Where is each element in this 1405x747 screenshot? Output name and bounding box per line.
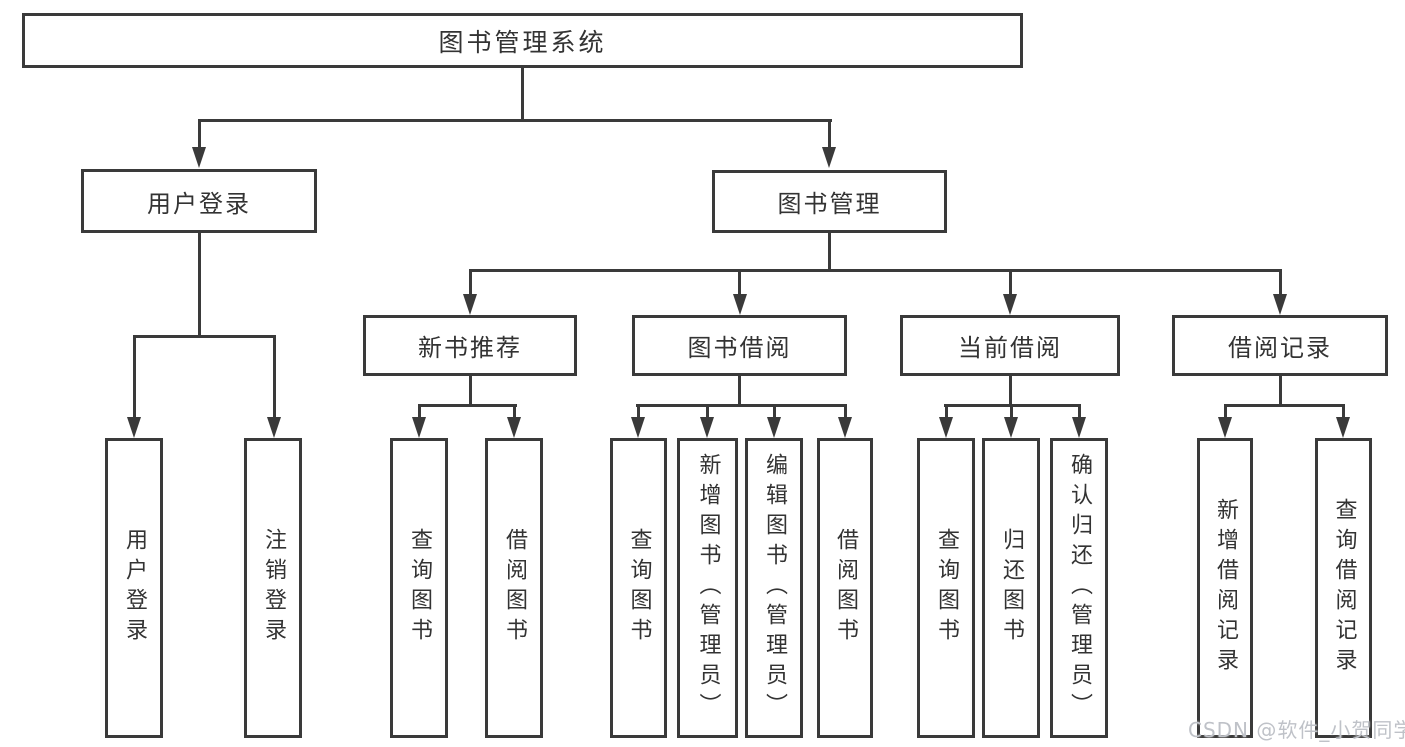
arrowhead-down-icon <box>412 417 426 438</box>
connector-line <box>844 404 847 420</box>
node-label-leaf-query-book-3: 查询图书 <box>934 528 959 648</box>
connector-line <box>1010 404 1013 420</box>
arrowhead-down-icon <box>463 294 477 315</box>
connector-line <box>133 335 276 338</box>
node-label-new-book-rec: 新书推荐 <box>418 334 522 362</box>
connector-line <box>1009 376 1012 407</box>
connector-line <box>1279 376 1282 407</box>
node-leaf-return-book: 归还图书 <box>982 438 1040 738</box>
connector-line <box>637 404 640 420</box>
arrowhead-down-icon <box>1336 417 1350 438</box>
node-leaf-borrow-book-1: 借阅图书 <box>485 438 543 738</box>
connector-line <box>828 119 831 151</box>
node-label-leaf-query-record: 查询借阅记录 <box>1331 498 1357 678</box>
connector-line <box>1078 404 1081 420</box>
connector-line <box>1279 269 1282 297</box>
arrowhead-down-icon <box>1003 294 1017 315</box>
node-root: 图书管理系统 <box>22 13 1023 68</box>
node-leaf-query-book-3: 查询图书 <box>917 438 975 738</box>
arrowhead-down-icon <box>733 294 747 315</box>
watermark-text: CSDN @软件_小贺同学 <box>1188 718 1405 742</box>
connector-line <box>828 233 831 272</box>
arrowhead-down-icon <box>507 417 521 438</box>
connector-line <box>521 68 524 122</box>
node-label-book-mgmt-group: 图书管理 <box>777 190 882 218</box>
node-leaf-confirm-return: 确认归还（管理员） <box>1050 438 1108 738</box>
node-label-leaf-query-book-1: 查询图书 <box>407 528 432 648</box>
node-label-leaf-borrow-book-2: 借阅图书 <box>833 528 858 648</box>
connector-line <box>1224 404 1227 420</box>
node-borrow-records: 借阅记录 <box>1172 315 1388 376</box>
connector-line <box>418 404 517 407</box>
connector-line <box>469 269 1282 272</box>
node-label-leaf-logout: 注销登录 <box>261 528 286 648</box>
node-book-borrow: 图书借阅 <box>632 315 847 376</box>
node-leaf-borrow-book-2: 借阅图书 <box>817 438 873 738</box>
arrowhead-down-icon <box>767 417 781 438</box>
connector-line <box>198 119 832 122</box>
connector-line <box>706 404 709 420</box>
node-label-root: 图书管理系统 <box>438 27 607 57</box>
node-leaf-query-book-2: 查询图书 <box>610 438 667 738</box>
node-new-book-rec: 新书推荐 <box>363 315 577 376</box>
node-label-leaf-confirm-return: 确认归还（管理员） <box>1067 453 1092 723</box>
connector-line <box>273 335 276 420</box>
connector-line <box>738 376 741 407</box>
connector-line <box>198 119 201 151</box>
connector-line <box>513 404 516 420</box>
connector-line <box>1224 404 1345 407</box>
node-leaf-logout: 注销登录 <box>244 438 302 738</box>
arrowhead-down-icon <box>1004 417 1018 438</box>
node-label-leaf-query-book-2: 查询图书 <box>626 528 652 648</box>
arrowhead-down-icon <box>127 417 141 438</box>
connector-line <box>738 269 741 297</box>
arrowhead-down-icon <box>1218 417 1232 438</box>
node-label-leaf-add-book: 新增图书（管理员） <box>695 453 721 723</box>
connector-line <box>418 404 421 420</box>
node-leaf-add-book: 新增图书（管理员） <box>677 438 738 738</box>
node-label-leaf-user-login: 用户登录 <box>122 528 147 648</box>
connector-line <box>636 404 846 407</box>
connector-line <box>1009 269 1012 297</box>
node-label-current-borrow: 当前借阅 <box>958 334 1062 362</box>
node-leaf-edit-book: 编辑图书（管理员） <box>745 438 803 738</box>
node-label-book-borrow: 图书借阅 <box>687 334 792 362</box>
connector-line <box>469 376 472 407</box>
connector-line <box>133 335 136 420</box>
arrowhead-down-icon <box>192 147 206 168</box>
node-leaf-user-login: 用户登录 <box>105 438 163 738</box>
node-label-leaf-return-book: 归还图书 <box>999 528 1024 648</box>
node-label-leaf-add-record: 新增借阅记录 <box>1213 498 1238 678</box>
connector-line <box>945 404 948 420</box>
node-label-user-login-group: 用户登录 <box>147 189 251 218</box>
node-leaf-add-record: 新增借阅记录 <box>1197 438 1253 738</box>
arrowhead-down-icon <box>700 417 714 438</box>
arrowhead-down-icon <box>1072 417 1086 438</box>
connector-line <box>1342 404 1345 420</box>
node-label-borrow-records: 借阅记录 <box>1228 334 1332 362</box>
arrowhead-down-icon <box>822 147 836 168</box>
connector-line <box>773 404 776 420</box>
arrowhead-down-icon <box>267 417 281 438</box>
arrowhead-down-icon <box>838 417 852 438</box>
node-leaf-query-book-1: 查询图书 <box>390 438 448 738</box>
connector-line <box>198 233 201 338</box>
node-label-leaf-edit-book: 编辑图书（管理员） <box>762 453 787 723</box>
node-leaf-query-record: 查询借阅记录 <box>1315 438 1372 738</box>
node-current-borrow: 当前借阅 <box>900 315 1120 376</box>
arrowhead-down-icon <box>939 417 953 438</box>
connector-line <box>469 269 472 297</box>
arrowhead-down-icon <box>631 417 645 438</box>
node-label-leaf-borrow-book-1: 借阅图书 <box>502 528 527 648</box>
arrowhead-down-icon <box>1273 294 1287 315</box>
node-book-mgmt-group: 图书管理 <box>712 170 947 233</box>
node-user-login-group: 用户登录 <box>81 169 317 233</box>
